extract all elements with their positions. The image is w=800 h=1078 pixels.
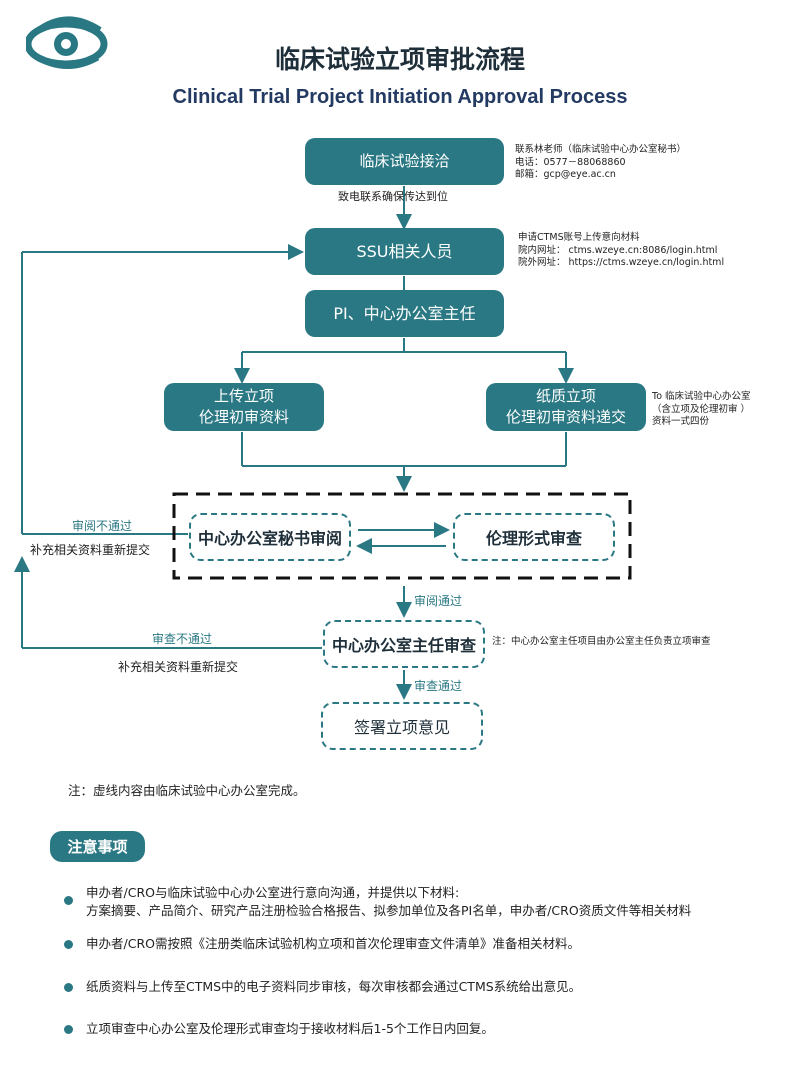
secretary-review: 中心办公室秘书审阅: [189, 513, 351, 561]
eye-logo-icon: [26, 16, 108, 69]
fail2-label: 审查不通过: [152, 632, 213, 646]
fail1-action: 补充相关资料重新提交: [30, 543, 151, 557]
bullet-dot: [64, 983, 73, 992]
branch-paper: 纸质立项 伦理初审资料递交: [486, 383, 646, 431]
sign-opinion: 签署立项意见: [321, 702, 483, 750]
notice-item-2: 申办者/CRO需按照《注册类临床试验机构立项和首次伦理审查文件清单》准备相关材料…: [86, 936, 580, 951]
notice-item-4: 立项审查中心办公室及伦理形式审查均于接收材料后1-5个工作日内回复。: [86, 1021, 494, 1036]
notice-heading: 注意事项: [50, 831, 145, 862]
contact-info: 联系林老师（临床试验中心办公室秘书） 电话：0577－88068860 邮箱：g…: [515, 144, 687, 180]
bullet-dot: [64, 896, 73, 905]
step1-note: 致电联系确保传达到位: [338, 190, 448, 203]
bullet-dot: [64, 1025, 73, 1034]
director-note: 注：中心办公室主任项目由办公室主任负责立项审查: [492, 636, 711, 647]
office-dashed-frame: [172, 492, 632, 580]
notice-item-1: 申办者/CRO与临床试验中心办公室进行意向沟通，并提供以下材料: 方案摘要、产品…: [86, 885, 692, 918]
dashed-note: 注：虚线内容由临床试验中心办公室完成。: [68, 783, 306, 798]
bullet-dot: [64, 940, 73, 949]
paper-note: To 临床试验中心办公室 （含立项及伦理初审 ） 资料一式四份: [652, 391, 751, 427]
fail1-label: 审阅不通过: [72, 519, 133, 533]
step-pi-director: PI、中心办公室主任: [305, 290, 504, 337]
pass2-label: 审查通过: [414, 679, 463, 693]
page-title: 临床试验立项审批流程: [274, 45, 525, 74]
step-clinical-contact: 临床试验接洽: [305, 138, 504, 185]
fail2-action: 补充相关资料重新提交: [118, 660, 239, 674]
director-review: 中心办公室主任审查: [323, 620, 485, 668]
notice-item-3: 纸质资料与上传至CTMS中的电子资料同步审核，每次审核都会通过CTMS系统给出意…: [86, 979, 582, 994]
ethics-review: 伦理形式审查: [453, 513, 615, 561]
ctms-info: 申请CTMS账号上传意向材料 院内网址： ctms.wzeye.cn:8086/…: [518, 232, 725, 268]
page-subtitle: Clinical Trial Project Initiation Approv…: [172, 86, 628, 108]
branch-upload: 上传立项 伦理初审资料: [164, 383, 324, 431]
pass1-label: 审阅通过: [414, 594, 463, 608]
step-ssu-staff: SSU相关人员: [305, 228, 504, 275]
